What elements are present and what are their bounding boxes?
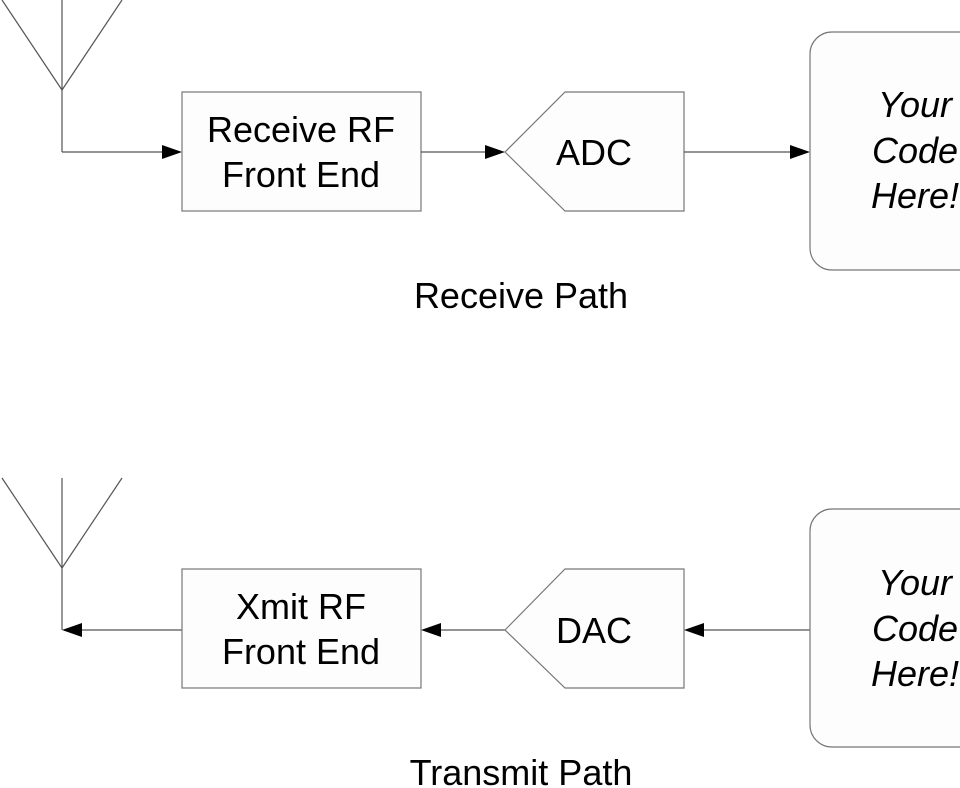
arrow-right-icon — [162, 145, 182, 159]
transmit-antenna-icon — [1, 477, 123, 630]
receive-path-group: Receive RF Front End ADC Your Code Here!… — [1, 0, 960, 316]
xmit-rf-label-line2: Front End — [222, 631, 380, 672]
dac-block — [504, 568, 685, 689]
receive-rf-label-line1: Receive RF — [207, 109, 395, 150]
receive-rf-label-line2: Front End — [222, 154, 380, 195]
arrow-left-icon — [684, 623, 704, 637]
transmit-code-block — [809, 508, 960, 748]
transmit-path-caption: Transmit Path — [410, 752, 633, 788]
receive-rf-front-end-block — [181, 91, 422, 212]
arrow-left-icon — [62, 623, 82, 637]
transmit-code-line2: Code — [872, 608, 958, 649]
receive-code-line1: Your — [878, 84, 954, 125]
receive-code-line2: Code — [872, 130, 958, 171]
receive-antenna-icon — [1, 0, 123, 152]
xmit-rf-label-line1: Xmit RF — [236, 586, 366, 627]
arrow-right-icon — [790, 145, 810, 159]
adc-label: ADC — [556, 132, 632, 173]
dac-label: DAC — [556, 610, 632, 651]
receive-path-caption: Receive Path — [414, 275, 628, 316]
transmit-code-line1: Your — [878, 562, 954, 603]
receive-code-block — [809, 31, 960, 271]
receive-code-line3: Here! — [871, 175, 959, 216]
transmit-code-line3: Here! — [871, 653, 959, 694]
xmit-rf-front-end-block — [181, 568, 422, 689]
arrow-right-icon — [485, 145, 505, 159]
transmit-path-group: Xmit RF Front End DAC Your Code Here! Tr… — [1, 477, 960, 788]
arrow-left-icon — [421, 623, 441, 637]
